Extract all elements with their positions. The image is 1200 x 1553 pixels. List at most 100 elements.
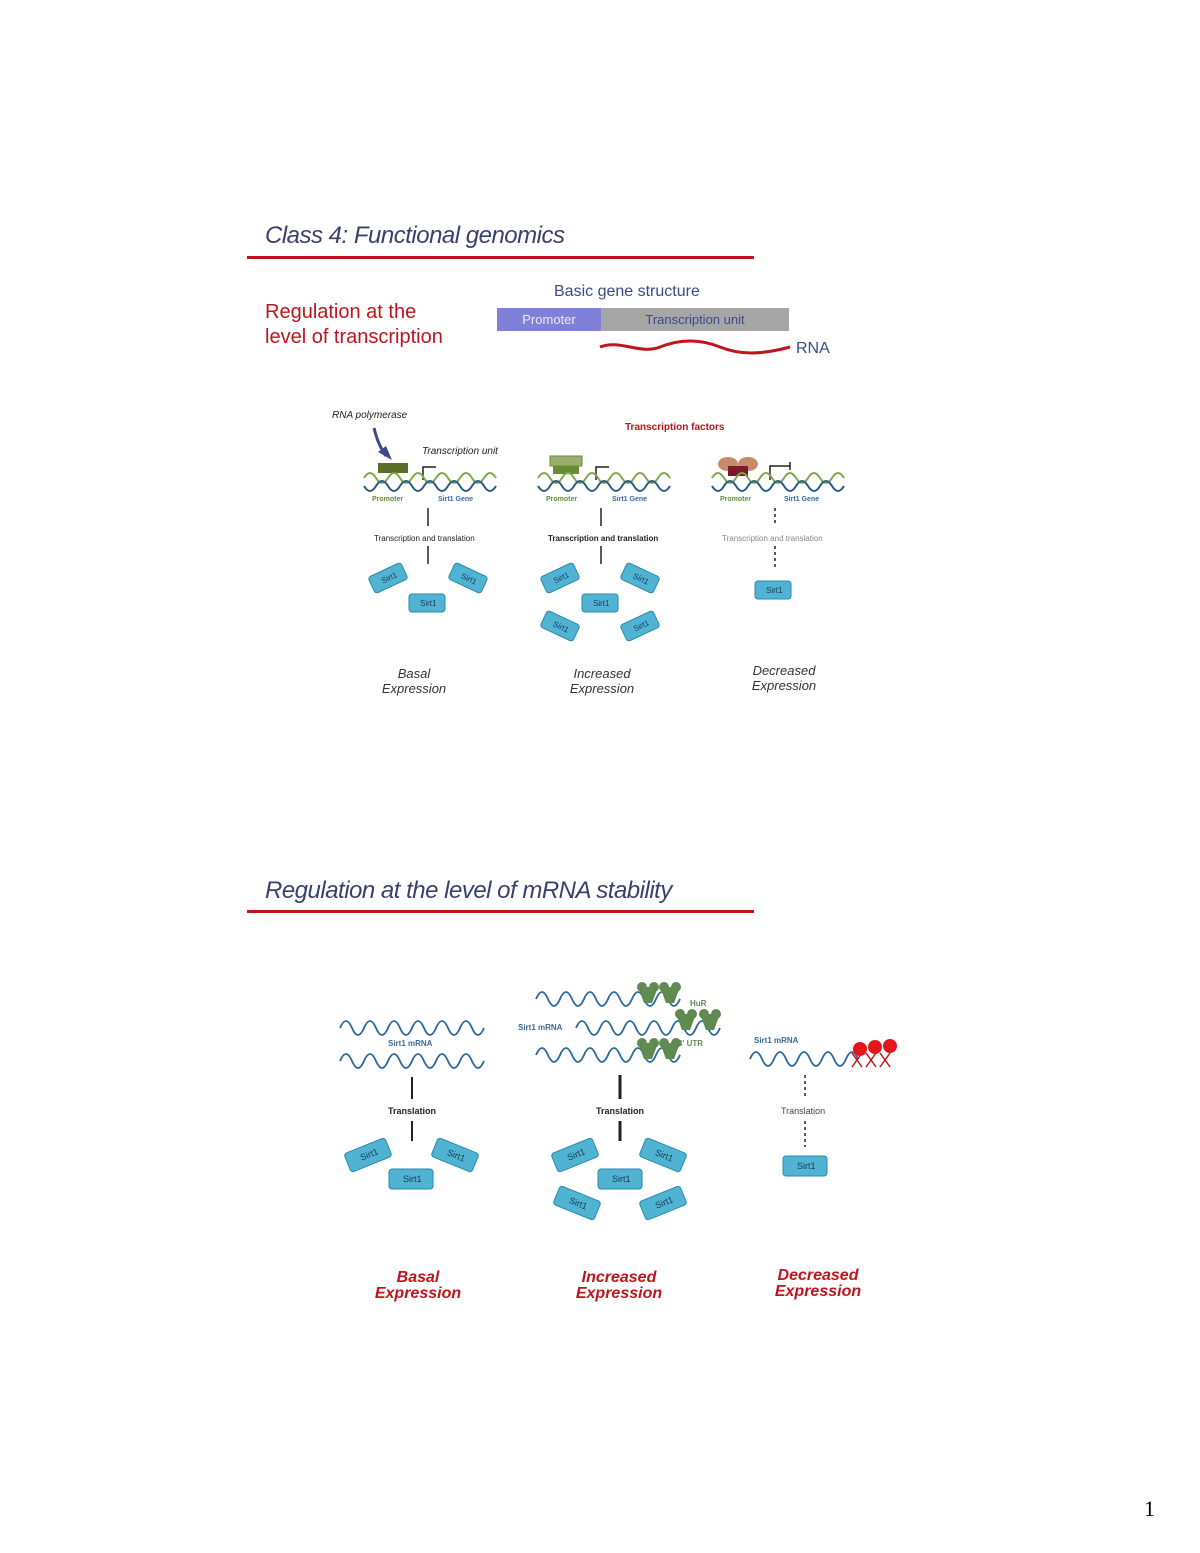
protein-sirt1: Sirt1: [539, 561, 581, 595]
slide1-title: Class 4: Functional genomics: [265, 222, 565, 249]
repressor-core: [728, 466, 748, 476]
translation-label-1: Translation: [388, 1106, 436, 1116]
caption-increased-2: Increased Expression: [557, 1270, 681, 1302]
svg-text:Sirt1: Sirt1: [797, 1161, 816, 1171]
transcription-unit-segment: Transcription unit: [601, 308, 789, 331]
hur-label: HuR: [690, 999, 707, 1008]
hur-protein: [659, 1038, 681, 1059]
transcription-factor-green-base: [553, 466, 579, 474]
gene-structure-bar: Promoter Transcription unit: [497, 308, 789, 331]
mrna-strand: [535, 991, 681, 1007]
protein-sirt1: Sirt1: [550, 1136, 600, 1174]
gene-structure-heading: Basic gene structure: [554, 283, 700, 300]
caption-increased-1: Increased Expression: [552, 666, 652, 696]
mrna-stability-diagram: Sirt1 mRNA Translation Sirt1 Sirt1 Sirt1…: [339, 982, 897, 1222]
caption-line: Decreased: [777, 1267, 859, 1284]
protein-sirt1: Sirt1: [597, 1168, 643, 1190]
promoter-segment: Promoter: [497, 308, 601, 331]
promoter-label-1: Promoter: [372, 496, 403, 503]
mrna-label-2: Sirt1 mRNA: [518, 1023, 563, 1032]
protein-sirt1: Sirt1: [581, 593, 619, 613]
process-label-3: Transcription and translation: [722, 534, 823, 543]
degraded-mrna: [749, 1051, 859, 1067]
gene-label-3: Sirt1 Gene: [784, 496, 819, 503]
mrna-strand: [339, 1053, 485, 1069]
caption-decreased-1: Decreased Expression: [734, 663, 834, 693]
protein-sirt1: Sirt1: [447, 561, 489, 595]
protein-sirt1: Sirt1: [388, 1168, 434, 1190]
slide1-title-rule: [247, 256, 754, 259]
protein-sirt1: Sirt1: [754, 580, 792, 600]
transcription-factor-green: [549, 455, 583, 467]
protein-sirt1: Sirt1: [367, 561, 409, 595]
subtitle-line2: level of transcription: [265, 326, 443, 348]
svg-text:Sirt1: Sirt1: [612, 1174, 631, 1184]
rna-label: RNA: [796, 340, 830, 357]
process-label-2: Transcription and translation: [548, 534, 658, 543]
hur-protein: [699, 1009, 721, 1030]
mrna-strand: [575, 1020, 721, 1036]
slide2-title: Regulation at the level of mRNA stabilit…: [265, 877, 672, 904]
protein-sirt1: Sirt1: [619, 609, 661, 643]
polymerase-label: RNA polymerase: [332, 410, 408, 421]
caption-line: Increased: [573, 666, 631, 681]
svg-text:Sirt1: Sirt1: [766, 586, 783, 595]
svg-text:Sirt1: Sirt1: [403, 1174, 422, 1184]
caption-line: Expression: [774, 1283, 862, 1300]
caption-line: Expression: [569, 681, 635, 696]
transcription-diagram: RNA polymerase Transcription unit Promot…: [332, 410, 845, 643]
caption-line: Expression: [374, 1285, 462, 1302]
unit-label-1: Transcription unit: [422, 446, 499, 457]
polymerase-arrowhead: [378, 446, 392, 460]
mrna-label-3: Sirt1 mRNA: [754, 1036, 799, 1045]
decay-factor: [883, 1039, 897, 1053]
protein-sirt1: Sirt1: [638, 1136, 688, 1174]
dna-helix-2: [537, 472, 671, 492]
protein-sirt1: Sirt1: [539, 609, 581, 643]
caption-line: Basal: [396, 1269, 440, 1286]
decay-factor: [853, 1042, 867, 1056]
protein-sirt1: Sirt1: [430, 1136, 480, 1174]
caption-line: Decreased: [752, 663, 816, 678]
protein-sirt1: Sirt1: [408, 593, 446, 613]
process-label-1: Transcription and translation: [374, 534, 475, 543]
dna-helix-1: [363, 472, 497, 492]
caption-line: Expression: [751, 678, 817, 693]
caption-basal-1: Basal Expression: [364, 666, 464, 696]
protein-sirt1: Sirt1: [552, 1184, 602, 1222]
slide2-title-rule: [247, 910, 754, 913]
translation-label-3: Translation: [781, 1106, 825, 1116]
protein-sirt1: Sirt1: [638, 1184, 688, 1222]
cleaved-mrna: [851, 1052, 891, 1068]
protein-sirt1: Sirt1: [619, 561, 661, 595]
protein-sirt1: Sirt1: [343, 1136, 393, 1174]
caption-line: Basal: [397, 666, 431, 681]
svg-text:Sirt1: Sirt1: [593, 599, 610, 608]
blocked-tss: [769, 462, 791, 480]
utr-label: 3' UTR: [678, 1039, 703, 1048]
rna-wave: [599, 339, 791, 355]
gene-label-1: Sirt1 Gene: [438, 496, 473, 503]
mrna-label-1: Sirt1 mRNA: [388, 1039, 433, 1048]
mrna-strand: [535, 1047, 681, 1063]
caption-line: Expression: [381, 681, 447, 696]
subtitle-line1: Regulation at the: [265, 301, 417, 323]
tf-label: Transcription factors: [625, 422, 725, 433]
promoter-label-2: Promoter: [546, 496, 577, 503]
gene-label-2: Sirt1 Gene: [612, 496, 647, 503]
promoter-label-3: Promoter: [720, 496, 751, 503]
hur-protein: [675, 1009, 697, 1030]
decay-factor: [868, 1040, 882, 1054]
caption-line: Increased: [581, 1269, 657, 1286]
caption-line: Expression: [575, 1285, 663, 1302]
rna-polymerase: [378, 463, 408, 473]
protein-sirt1: Sirt1: [782, 1155, 828, 1177]
page-number: 1: [1144, 1496, 1155, 1521]
hur-protein: [659, 982, 681, 1003]
slide1-subtitle: Regulation at the level of transcription: [265, 300, 443, 350]
caption-decreased-2: Decreased Expression: [756, 1268, 880, 1300]
mrna-strand: [339, 1020, 485, 1036]
svg-text:Sirt1: Sirt1: [420, 599, 437, 608]
translation-label-2: Translation: [596, 1106, 644, 1116]
caption-basal-2: Basal Expression: [356, 1270, 480, 1302]
